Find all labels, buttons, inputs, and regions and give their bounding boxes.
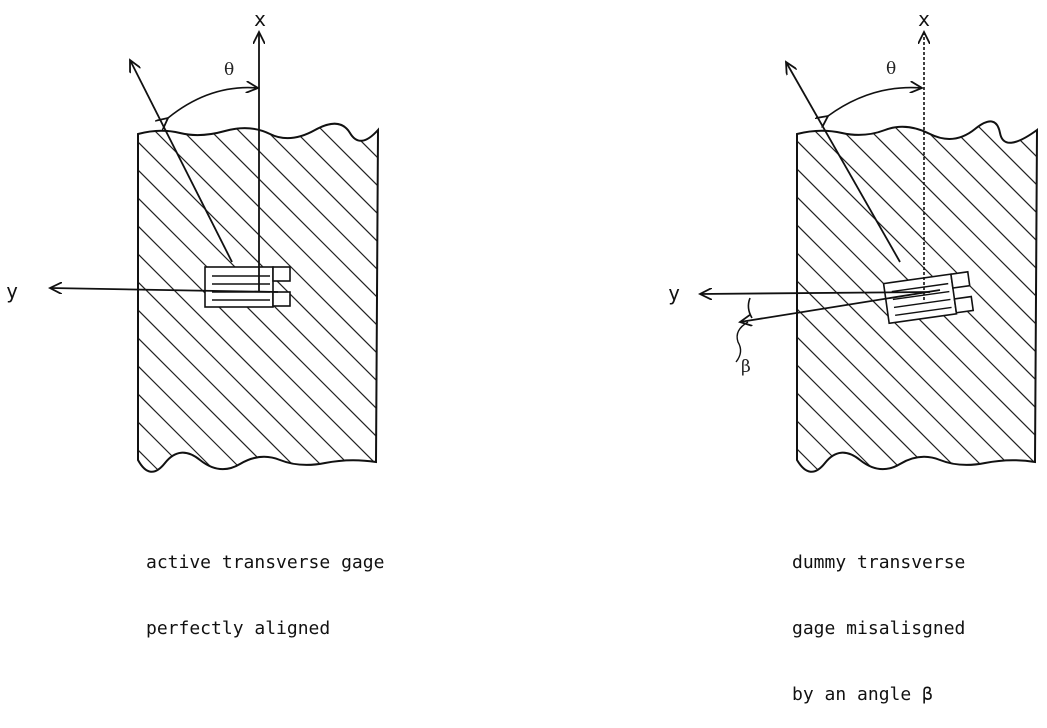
hatch-line	[138, 123, 378, 471]
hatch-line	[339, 123, 378, 471]
hatch-line	[797, 121, 1037, 471]
hatch-line	[797, 121, 931, 471]
hatch-line	[138, 123, 299, 471]
hatch-line	[797, 121, 1037, 471]
hatch-line	[311, 123, 378, 471]
diagram-stage: x y θ x y θ β active t	[0, 7, 1039, 705]
hatch-line	[831, 121, 1037, 471]
hatch-line	[797, 121, 903, 471]
hatch-line	[283, 123, 378, 471]
right-beta-arc	[747, 297, 753, 319]
right-specimen-hatching	[440, 120, 1037, 471]
hatch-line	[943, 121, 1037, 471]
hatch-line	[171, 123, 378, 471]
right-caption-line-3: by an angle β	[792, 684, 933, 705]
hatch-line	[797, 121, 959, 471]
left-strain-gage	[204, 266, 291, 308]
left-theta-arc	[168, 88, 258, 118]
right-beta-label: β	[741, 357, 751, 377]
left-theta-label: θ	[224, 60, 234, 80]
hatch-line	[255, 123, 378, 471]
right-caption: dummy transverse gage misalisgned by an …	[792, 508, 965, 728]
left-caption: active transverse gage perfectly aligned	[146, 508, 384, 662]
right-beta-pointer	[735, 321, 749, 363]
right-y-label: y	[668, 281, 680, 305]
hatch-line	[138, 123, 159, 471]
hatch-line	[797, 121, 875, 471]
hatch-line	[887, 121, 1037, 471]
hatch-line	[797, 121, 1015, 471]
left-caption-line-2: perfectly aligned	[146, 618, 331, 639]
right-rotated-axis	[786, 62, 901, 263]
hatch-line	[859, 121, 1037, 471]
hatch-line	[138, 123, 187, 471]
left-specimen-hatching	[0, 120, 746, 471]
hatch-line	[138, 123, 243, 471]
right-y-axis	[700, 292, 931, 294]
hatch-line	[797, 121, 819, 471]
hatch-line	[915, 121, 1037, 471]
left-y-axis	[50, 288, 279, 292]
left-figure: x y θ	[0, 7, 746, 473]
left-x-label: x	[254, 7, 266, 31]
hatch-line	[797, 121, 987, 471]
right-figure: x y θ β	[440, 7, 1039, 473]
hatch-line	[396, 120, 746, 470]
hatch-line	[227, 123, 378, 471]
right-caption-line-2: gage misalisgned	[792, 618, 966, 639]
left-y-label: y	[6, 279, 18, 303]
hatch-line	[138, 123, 327, 471]
hatch-line	[143, 123, 378, 471]
hatch-line	[0, 120, 130, 470]
hatch-line	[138, 123, 355, 471]
right-specimen-outline	[796, 120, 1039, 473]
hatch-line	[971, 121, 1037, 471]
right-theta-label: θ	[886, 59, 896, 79]
left-specimen-outline	[137, 122, 380, 473]
right-misaligned-axis	[740, 289, 941, 322]
hatch-line	[138, 123, 271, 471]
hatch-line	[138, 123, 215, 471]
hatch-line	[367, 123, 378, 471]
diagram-canvas: x y θ x y θ β	[0, 7, 1039, 473]
hatch-line	[803, 121, 1037, 471]
right-caption-line-1: dummy transverse	[792, 552, 966, 573]
right-x-label: x	[918, 7, 930, 31]
right-theta-arc	[828, 88, 922, 116]
left-rotated-axis	[130, 60, 233, 263]
hatch-line	[440, 120, 790, 470]
right-strain-gage	[882, 270, 975, 325]
left-caption-line-1: active transverse gage	[146, 552, 385, 573]
